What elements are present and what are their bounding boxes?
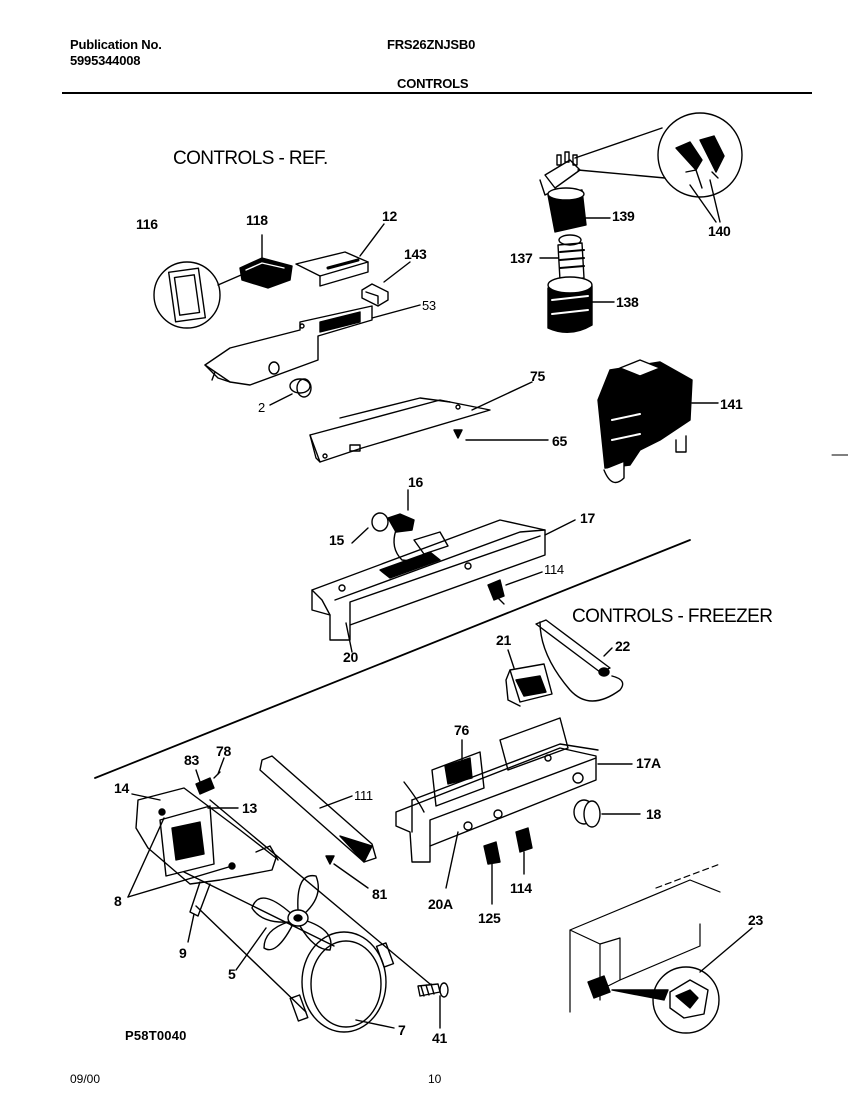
callout-81: 81 bbox=[372, 886, 387, 902]
callout-75: 75 bbox=[530, 368, 545, 384]
callout-137: 137 bbox=[510, 250, 533, 266]
drawing-code: P58T0040 bbox=[125, 1028, 187, 1043]
part-2-knob bbox=[269, 378, 312, 406]
callout-76: 76 bbox=[454, 722, 469, 738]
callout-22: 22 bbox=[615, 638, 630, 654]
leader-8a bbox=[127, 817, 165, 898]
callout-21: 21 bbox=[496, 632, 511, 648]
part-22-sensor-tube bbox=[535, 619, 624, 702]
callout-53: 53 bbox=[422, 298, 436, 313]
callout-65: 65 bbox=[552, 433, 567, 449]
callout-5: 5 bbox=[228, 966, 236, 982]
callout-141: 141 bbox=[720, 396, 743, 412]
page-number: 10 bbox=[428, 1072, 442, 1086]
part-5-fan-blade bbox=[235, 874, 332, 971]
callout-83: 83 bbox=[184, 752, 199, 768]
part-21-thermostat bbox=[505, 649, 553, 707]
callout-140: 140 bbox=[708, 223, 731, 239]
part-7-fan-shroud bbox=[183, 799, 431, 1033]
footer-date: 09/00 bbox=[70, 1072, 101, 1086]
callout-20: 20 bbox=[343, 649, 358, 665]
part-75-plate bbox=[309, 381, 533, 463]
callout-17a: 17A bbox=[636, 755, 661, 771]
leader-9 bbox=[187, 913, 195, 943]
callout-7: 7 bbox=[398, 1022, 406, 1038]
callout-15: 15 bbox=[329, 532, 344, 548]
callout-16: 16 bbox=[408, 474, 423, 490]
callout-125: 125 bbox=[478, 910, 501, 926]
publication-label: Publication No. bbox=[70, 37, 162, 52]
callout-143: 143 bbox=[404, 246, 427, 262]
part-18-knob bbox=[573, 799, 641, 828]
callout-9: 9 bbox=[179, 945, 187, 961]
publication-number: 5995344008 bbox=[70, 53, 141, 68]
part-16-15-lamp-socket bbox=[351, 489, 419, 563]
callout-118: 118 bbox=[246, 212, 268, 228]
callout-2: 2 bbox=[258, 400, 265, 415]
part-81-screw bbox=[325, 855, 369, 889]
callout-18: 18 bbox=[646, 806, 661, 822]
callout-116: 116 bbox=[136, 216, 158, 232]
part-17a-freezer-control-housing bbox=[395, 717, 633, 863]
section-title: CONTROLS bbox=[397, 76, 469, 91]
callout-114-ref: 114 bbox=[544, 562, 564, 577]
part-125-114-lamps bbox=[445, 809, 533, 905]
part-23-cabinet-detail bbox=[569, 863, 753, 1034]
callout-23: 23 bbox=[748, 912, 763, 928]
part-53-control-housing bbox=[204, 304, 421, 386]
callout-41: 41 bbox=[432, 1030, 447, 1046]
part-17-control-housing bbox=[311, 519, 576, 653]
part-137-filter-neck bbox=[539, 234, 585, 281]
callout-14: 14 bbox=[114, 780, 129, 796]
model-number: FRS26ZNJSB0 bbox=[387, 37, 476, 52]
part-114-knob-ref bbox=[487, 571, 543, 605]
callout-78: 78 bbox=[216, 743, 231, 759]
callout-12: 12 bbox=[382, 208, 397, 224]
callout-13: 13 bbox=[242, 800, 257, 816]
section-divider-line bbox=[94, 539, 691, 779]
header-rule bbox=[62, 92, 812, 94]
part-65-screw bbox=[453, 429, 549, 441]
part-83-78-clip bbox=[195, 757, 225, 795]
part-111-strap bbox=[259, 755, 377, 863]
part-116-gasket-inset bbox=[153, 261, 249, 329]
leader-8b bbox=[127, 865, 233, 898]
callout-114-freezer: 114 bbox=[510, 880, 532, 896]
part-141-water-valve bbox=[597, 359, 719, 484]
callout-17: 17 bbox=[580, 510, 595, 526]
part-139-cartridge-head bbox=[539, 127, 666, 233]
ref-section-title: CONTROLS - REF. bbox=[173, 148, 328, 169]
part-143-clip bbox=[361, 261, 411, 307]
callout-139: 139 bbox=[612, 208, 635, 224]
part-41-screw bbox=[417, 982, 449, 1029]
part-14-motor-bracket bbox=[131, 787, 279, 917]
part-140-connectors-inset bbox=[657, 112, 743, 223]
part-138-filter-body bbox=[547, 276, 615, 333]
callout-138: 138 bbox=[616, 294, 639, 310]
part-118-switch bbox=[239, 234, 293, 289]
callout-111: 111 bbox=[354, 788, 373, 803]
freezer-section-title: CONTROLS - FREEZER bbox=[572, 606, 773, 627]
callout-8: 8 bbox=[114, 893, 122, 909]
part-12-bracket bbox=[295, 223, 385, 287]
callout-20a: 20A bbox=[428, 896, 453, 912]
